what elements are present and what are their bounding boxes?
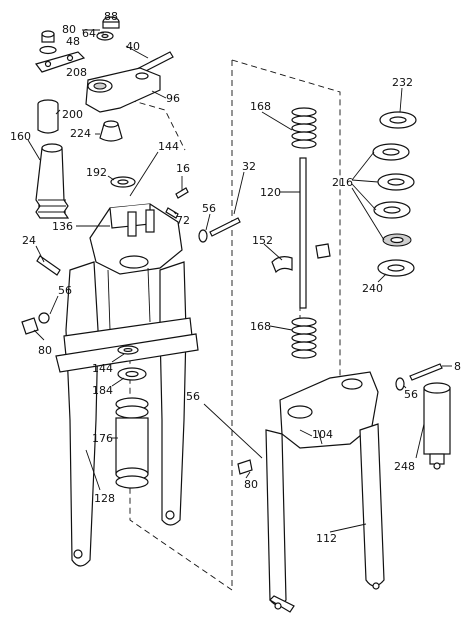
- ring-part-192: [110, 176, 136, 188]
- callout-160: 160: [10, 130, 31, 143]
- lower-fork-assembly-part-128: [55, 203, 199, 567]
- callout-168-top: 168: [250, 100, 271, 113]
- bearing-ring-part-240: [377, 259, 415, 277]
- leader-lines: [27, 29, 452, 533]
- tube-part-200: [37, 99, 59, 134]
- shock-absorber-part-248: [423, 382, 451, 470]
- callout-200: 200: [62, 108, 83, 121]
- callout-16: 16: [176, 162, 190, 175]
- callout-168-bottom: 168: [250, 320, 271, 333]
- spring-part-168-top: [291, 107, 317, 149]
- upper-bracket-part-96: [85, 67, 161, 113]
- bearing-ring-part-232: [379, 111, 417, 129]
- callout-48: 48: [66, 35, 80, 48]
- callout-224: 224: [70, 127, 91, 140]
- callout-176: 176: [92, 432, 113, 445]
- washer-part-48: [39, 45, 57, 55]
- callout-232: 232: [392, 76, 413, 89]
- callout-56-right: 56: [404, 388, 418, 401]
- callout-88: 88: [104, 10, 118, 23]
- clip-part-72: [165, 207, 179, 219]
- callout-128: 128: [94, 492, 115, 505]
- bushing-part-144-lower: [117, 345, 139, 355]
- callout-labels: 88 80 64 40 48 208 96 200 224 160 144 16…: [10, 10, 461, 545]
- nut-part-80: [41, 30, 55, 43]
- bearing-rings-part-216: [372, 143, 415, 247]
- callout-216: 216: [332, 176, 353, 189]
- callout-152: 152: [252, 234, 273, 247]
- callout-80-right: 80: [244, 478, 258, 491]
- callout-248: 248: [394, 460, 415, 473]
- top-cap-nut-part-88: [102, 16, 120, 29]
- callout-72: 72: [176, 214, 190, 227]
- rear-fork-assembly-part-112: [265, 371, 385, 613]
- callout-80-left: 80: [38, 344, 52, 357]
- plate-part-208: [34, 51, 86, 73]
- callout-96: 96: [166, 92, 180, 105]
- rubber-boot-part-160: [35, 143, 70, 219]
- rod-part-120: [299, 157, 307, 309]
- callout-24: 24: [22, 234, 36, 247]
- callout-80-top: 80: [62, 23, 76, 36]
- callout-184: 184: [92, 384, 113, 397]
- callout-240: 240: [362, 282, 383, 295]
- callout-144-top: 144: [158, 140, 179, 153]
- callout-56-top: 56: [202, 202, 216, 215]
- washer-part-56: [198, 229, 208, 243]
- callout-56-left: 56: [58, 284, 72, 297]
- callout-40: 40: [126, 40, 140, 53]
- callout-32: 32: [242, 160, 256, 173]
- bolt-part-8: [409, 363, 443, 381]
- callout-56-mid: 56: [186, 390, 200, 403]
- nut-part-80-right: [237, 459, 253, 475]
- callout-8: 8: [454, 360, 461, 373]
- washer-part-184: [117, 367, 147, 381]
- cap-part-224: [99, 120, 123, 142]
- callout-112: 112: [316, 532, 337, 545]
- washer-part-64: [96, 31, 114, 41]
- callout-120: 120: [260, 186, 281, 199]
- clamp-part-152: [271, 243, 331, 274]
- pin-part-16: [175, 187, 189, 199]
- callout-64: 64: [82, 27, 96, 40]
- spring-part-168-bottom: [291, 317, 317, 359]
- callout-104: 104: [312, 428, 333, 441]
- bolt-part-32: [209, 217, 241, 237]
- spring-part-176: [115, 397, 149, 489]
- callout-136: 136: [52, 220, 73, 233]
- nut-part-56-left: [38, 312, 50, 324]
- callout-192: 192: [86, 166, 107, 179]
- washer-part-56-right: [395, 377, 405, 391]
- callout-208: 208: [66, 66, 87, 79]
- bolt-part-24: [36, 255, 61, 276]
- callout-144-bottom: 144: [92, 362, 113, 375]
